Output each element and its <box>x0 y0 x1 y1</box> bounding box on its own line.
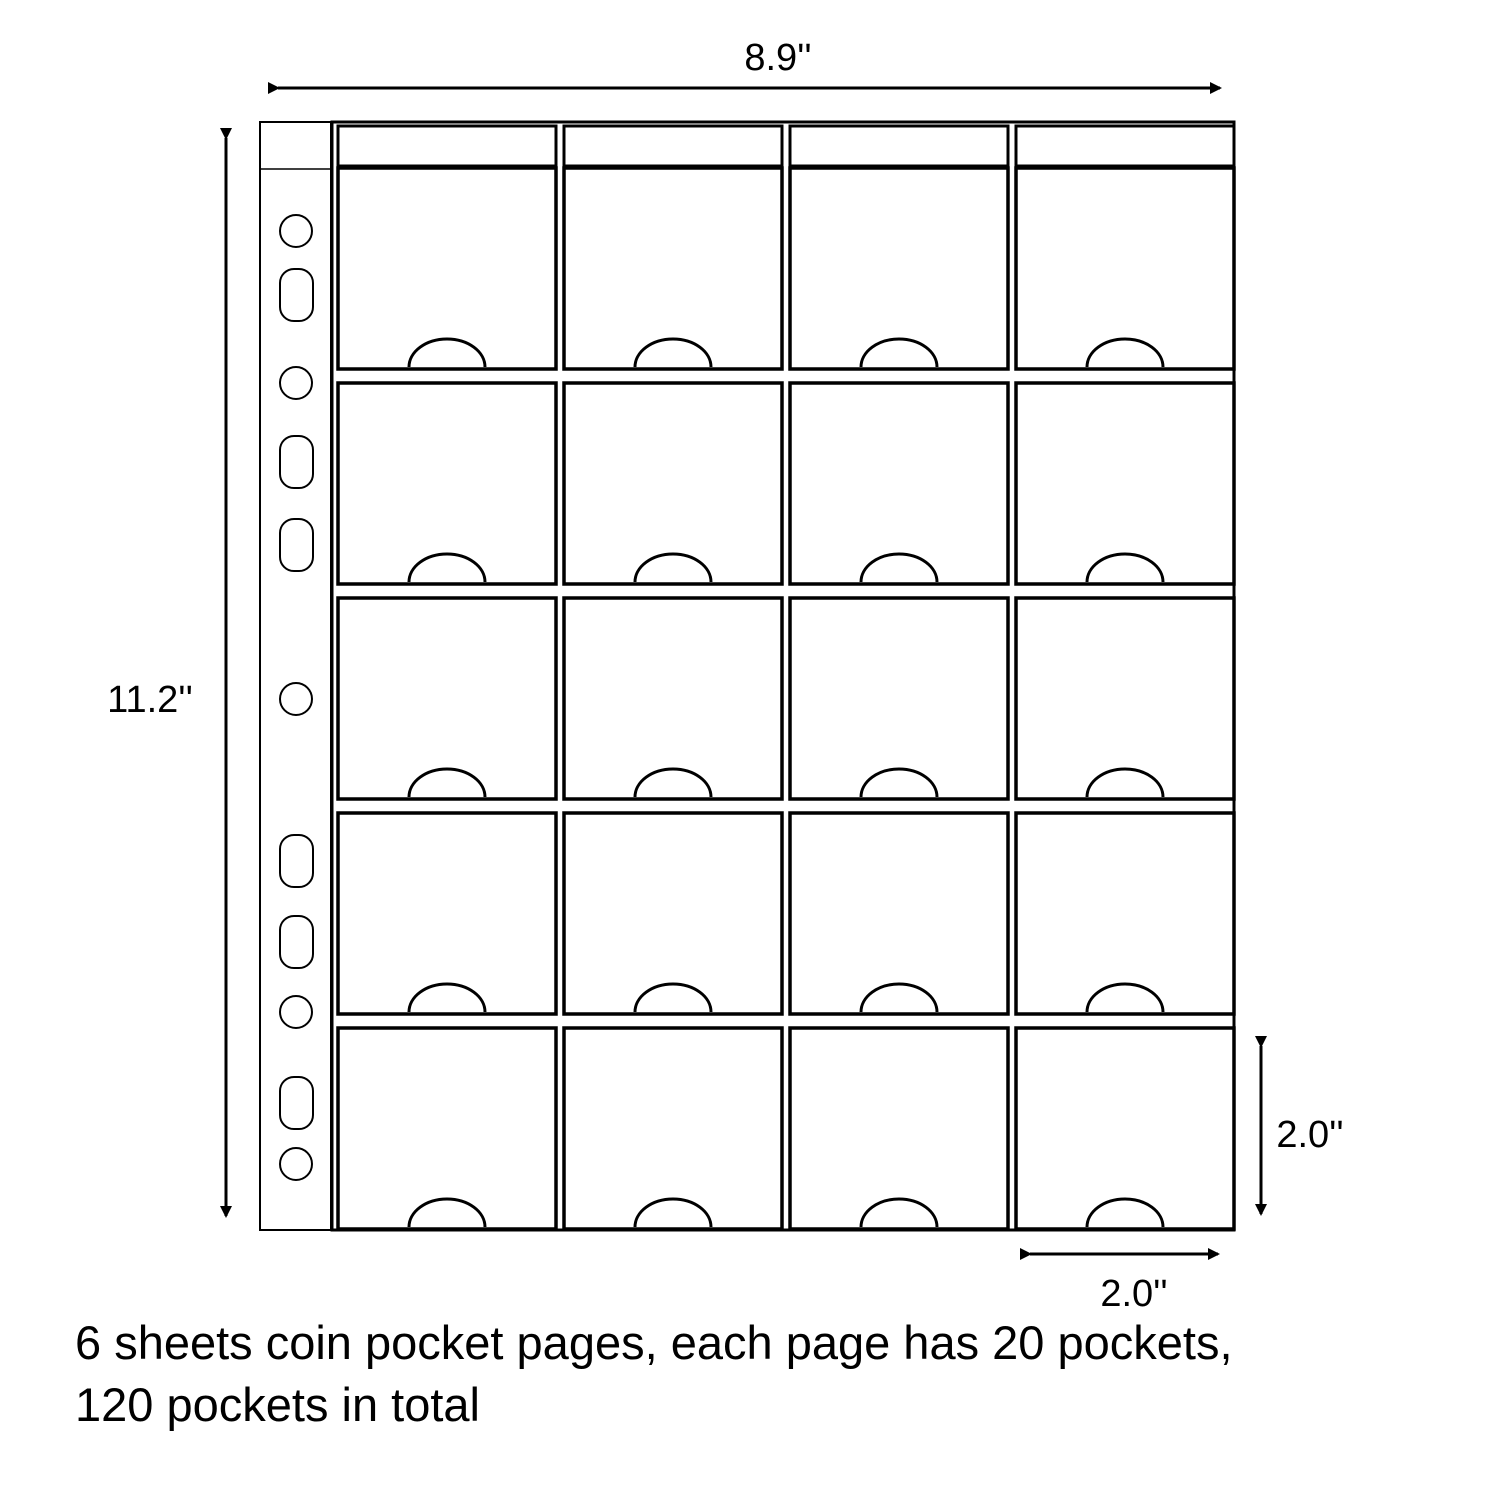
round-hole <box>279 1147 313 1181</box>
thumb-notch <box>859 337 939 368</box>
oval-hole <box>279 435 314 489</box>
coin-pocket <box>1014 381 1236 586</box>
coin-pocket <box>336 811 558 1016</box>
coin-pocket <box>562 381 784 586</box>
thumb-notch <box>633 552 713 583</box>
thumb-notch <box>1085 767 1165 798</box>
thumb-notch <box>407 552 487 583</box>
caption-line-2: 120 pockets in total <box>75 1378 480 1431</box>
coin-pocket <box>1014 166 1236 371</box>
thumb-notch <box>633 337 713 368</box>
coin-pocket <box>336 596 558 801</box>
top-strip-cell <box>562 124 784 168</box>
round-hole <box>279 214 313 248</box>
coin-pocket <box>562 1026 784 1231</box>
thumb-notch <box>859 767 939 798</box>
coin-pocket <box>788 1026 1010 1231</box>
coin-pocket <box>336 1026 558 1231</box>
caption-line-1: 6 sheets coin pocket pages, each page ha… <box>75 1316 1233 1369</box>
thumb-notch <box>859 1197 939 1228</box>
oval-hole <box>279 915 314 969</box>
coin-pocket <box>788 596 1010 801</box>
punch-holes <box>279 214 314 1181</box>
round-hole <box>279 995 313 1029</box>
pocket-height-label: 2.0'' <box>1276 1114 1343 1156</box>
thumb-notch <box>633 1197 713 1228</box>
thumb-notch <box>1085 982 1165 1013</box>
width-label: 8.9'' <box>744 37 811 79</box>
thumb-notch <box>407 767 487 798</box>
coin-pocket <box>1014 596 1236 801</box>
pockets <box>336 166 1236 1231</box>
oval-hole <box>279 834 314 888</box>
height-label: 11.2'' <box>107 679 193 721</box>
top-strip-cell <box>336 124 558 168</box>
top-strip <box>336 124 1236 168</box>
pocket-grid <box>330 120 1236 1232</box>
thumb-notch <box>859 552 939 583</box>
oval-hole <box>279 1076 314 1130</box>
thumb-notch <box>407 982 487 1013</box>
thumb-notch <box>633 982 713 1013</box>
coin-pocket <box>788 811 1010 1016</box>
round-hole <box>279 682 313 716</box>
coin-pocket <box>562 596 784 801</box>
coin-pocket <box>1014 811 1236 1016</box>
thumb-notch <box>1085 552 1165 583</box>
thumb-notch <box>1085 337 1165 368</box>
pocket-width-label: 2.0'' <box>1100 1273 1167 1315</box>
thumb-notch <box>633 767 713 798</box>
oval-hole <box>279 268 314 322</box>
coin-pocket <box>562 166 784 371</box>
top-strip-cell <box>788 124 1010 168</box>
thumb-notch <box>1085 1197 1165 1228</box>
coin-pocket <box>336 166 558 371</box>
oval-hole <box>279 518 314 572</box>
top-strip-cell <box>1014 124 1236 168</box>
coin-pocket <box>1014 1026 1236 1231</box>
coin-pocket <box>336 381 558 586</box>
coin-pocket <box>562 811 784 1016</box>
caption: 6 sheets coin pocket pages, each page ha… <box>75 1312 1475 1436</box>
coin-pocket <box>788 166 1010 371</box>
thumb-notch <box>859 982 939 1013</box>
round-hole <box>279 366 313 400</box>
thumb-notch <box>407 1197 487 1228</box>
thumb-notch <box>407 337 487 368</box>
coin-pocket <box>788 381 1010 586</box>
